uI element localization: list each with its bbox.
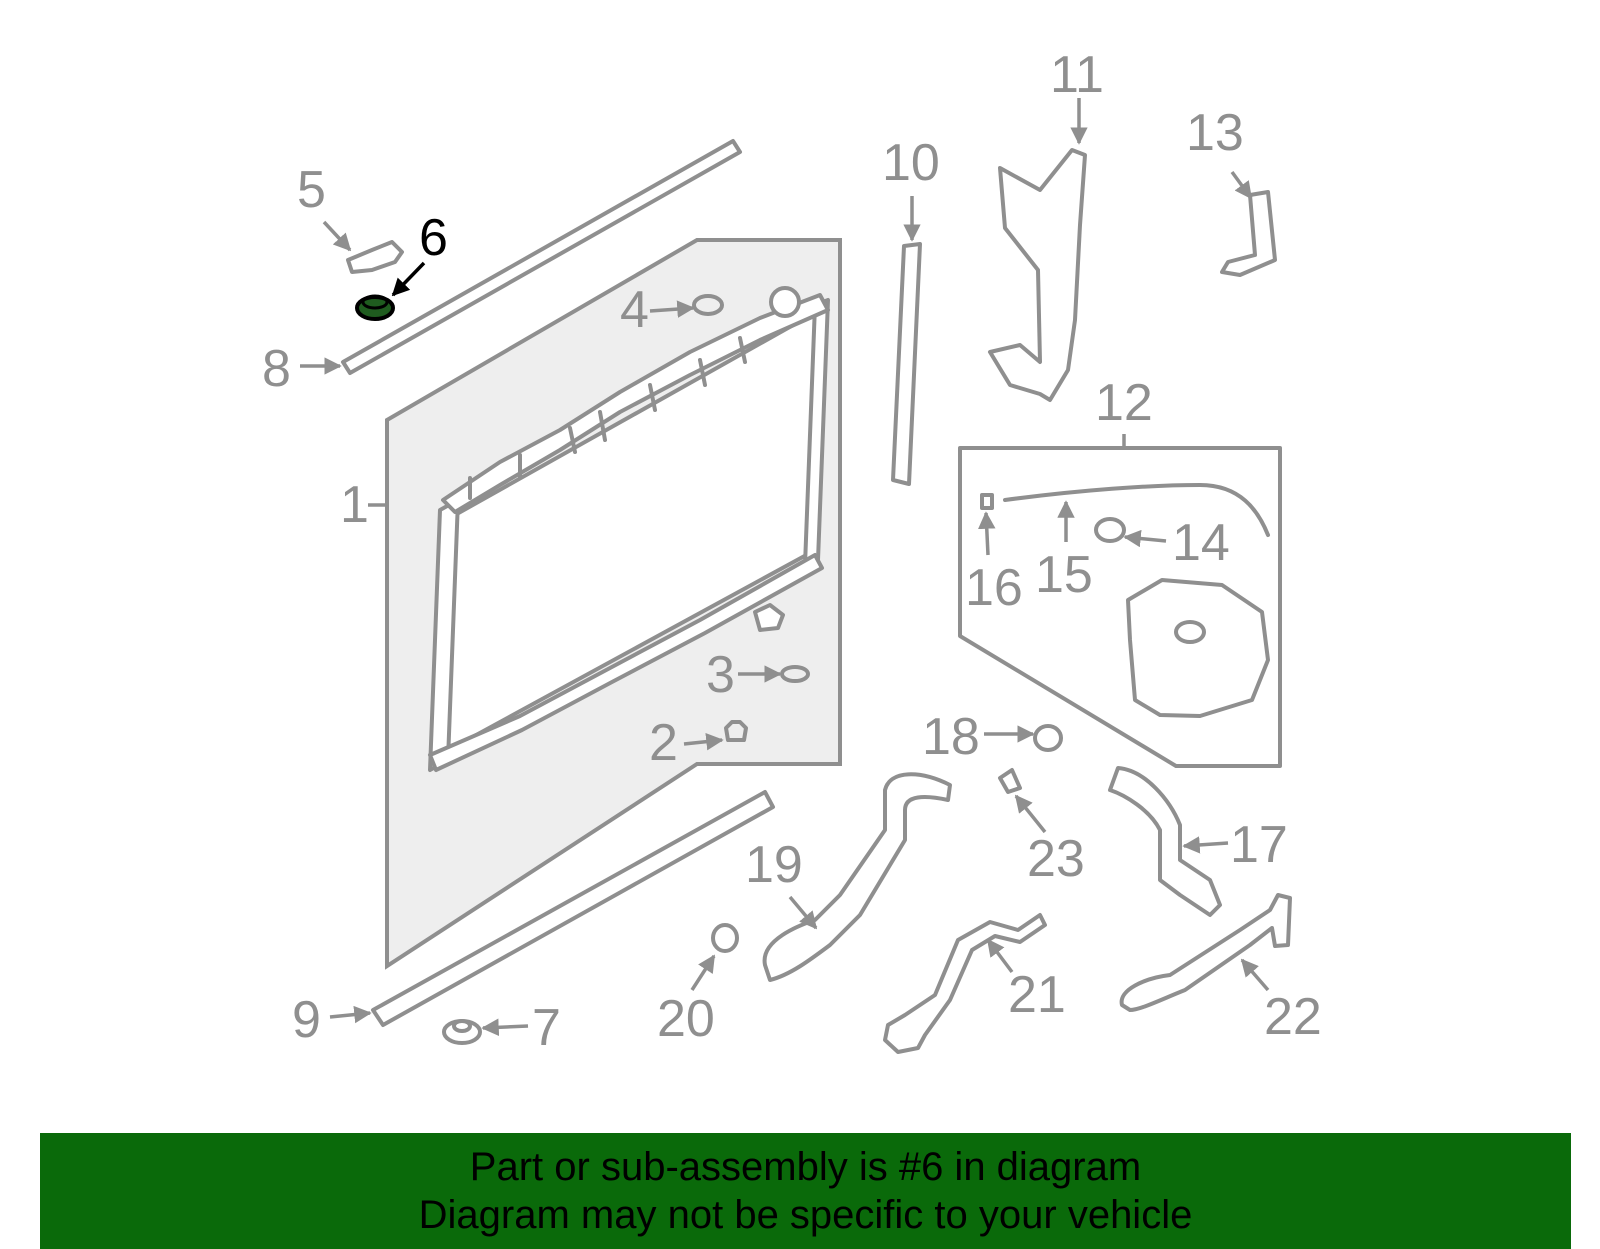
leader-6: [391, 261, 426, 297]
callout-10: 10: [882, 134, 940, 192]
callout-22: 22: [1264, 988, 1322, 1046]
coolant-reservoir: [1126, 578, 1270, 718]
lower-mount-insulator: [442, 1019, 482, 1045]
callout-3: 3: [706, 646, 735, 704]
top-seal-strip: [341, 139, 742, 375]
leader-9: [329, 1005, 372, 1024]
callout-11: 11: [1050, 46, 1104, 104]
hose-clamp-23: [998, 768, 1022, 794]
overflow-hose: [1003, 483, 1270, 537]
leader-7: [481, 1018, 529, 1037]
lower-radiator-hose: [1108, 766, 1222, 917]
hose-clip: [980, 493, 994, 510]
air-guide: [988, 148, 1087, 402]
callout-4: 4: [620, 281, 649, 339]
callout-18: 18: [922, 708, 980, 766]
reservoir-fill-neck: [1174, 620, 1206, 644]
leader-16: [978, 511, 996, 556]
callout-14: 14: [1172, 514, 1230, 572]
callout-5: 5: [297, 161, 326, 219]
banner-line-2: Diagram may not be specific to your vehi…: [418, 1193, 1193, 1237]
callout-21: 21: [1008, 966, 1066, 1024]
callout-6: 6: [419, 209, 448, 267]
callout-2: 2: [649, 714, 678, 772]
leader-21: [986, 938, 1014, 974]
callout-16: 16: [965, 559, 1023, 617]
bypass-hose: [883, 913, 1047, 1054]
reservoir-group-panel: [958, 446, 1282, 768]
hose-clamp-20: [711, 923, 739, 953]
callout-9: 9: [292, 991, 321, 1049]
leader-17: [1182, 836, 1229, 854]
leader-5: [322, 220, 352, 252]
upper-mount-insulator: [355, 294, 395, 321]
reservoir-bracket: [1220, 190, 1277, 277]
callout-12: 12: [1095, 374, 1153, 432]
drain-plug: [724, 720, 748, 742]
drain-o-ring: [780, 665, 810, 683]
leader-2: [683, 732, 724, 751]
callout-13: 13: [1186, 104, 1244, 162]
hose-clamp-18: [1033, 724, 1063, 752]
callout-15: 15: [1035, 546, 1093, 604]
leader-22: [1240, 958, 1270, 992]
leader-20: [690, 954, 716, 991]
bottom-seal-strip: [371, 790, 775, 1027]
callout-19: 19: [745, 836, 803, 894]
side-seal: [891, 242, 922, 486]
leader-19: [788, 895, 818, 930]
banner-line-1: Part or sub-assembly is #6 in diagram: [469, 1145, 1142, 1189]
callout-17: 17: [1230, 816, 1288, 874]
leader-4: [649, 300, 695, 318]
radiator-core: [428, 286, 830, 772]
heater-hose: [1119, 893, 1292, 1012]
leader-14: [1123, 529, 1167, 548]
callout-23: 23: [1027, 830, 1085, 888]
leader-13: [1230, 170, 1253, 200]
callout-1: 1: [340, 476, 369, 534]
callout-8: 8: [262, 340, 291, 398]
info-banner: Part or sub-assembly is #6 in diagram Di…: [40, 1133, 1571, 1249]
callout-7: 7: [532, 999, 561, 1057]
upper-mount-bracket: [346, 240, 404, 274]
callout-20: 20: [657, 990, 715, 1048]
leader-23: [1014, 794, 1047, 834]
